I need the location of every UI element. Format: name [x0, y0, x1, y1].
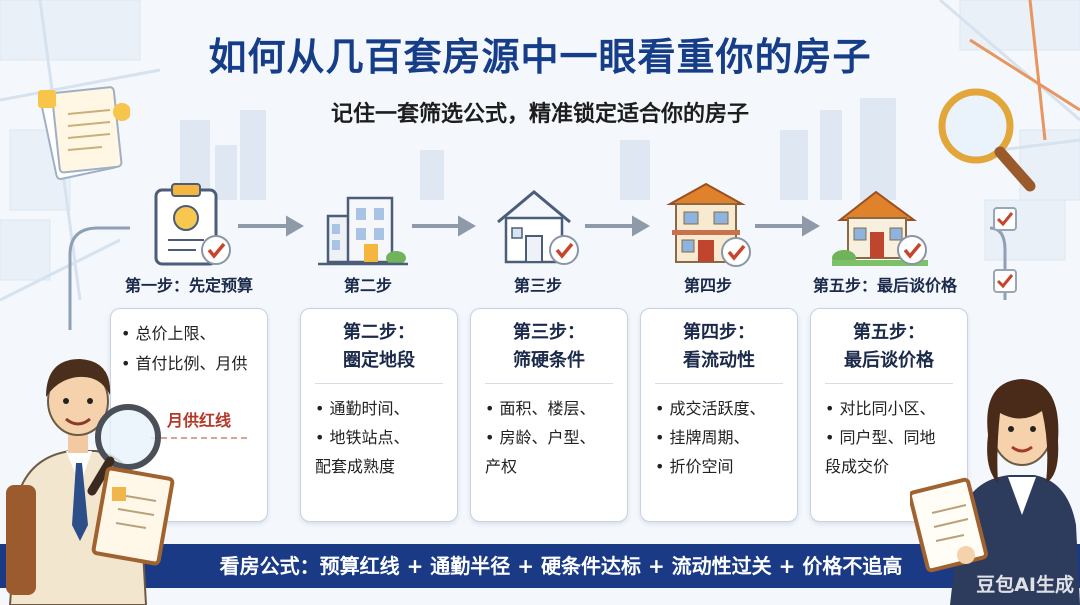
card-item: • 面积、楼层、: [485, 399, 596, 418]
page-title: 如何从几百套房源中一眼看重你的房子: [208, 35, 872, 79]
house-hunting-formula: 看房公式：预算红线 + 通勤半径 + 硬条件达标 + 流动性过关 + 价格不追高: [182, 544, 940, 588]
man-with-magnifier-illustration: [6, 359, 175, 605]
house-outline-icon: [497, 190, 579, 265]
card-title: 第三步： 筛硬条件: [513, 322, 585, 371]
card-title: 第五步： 最后谈价格: [844, 322, 934, 371]
card-title: 第二步： 圈定地段: [343, 322, 415, 371]
step-label-4: 第四步: [683, 276, 732, 295]
budget-document-icon: [154, 183, 231, 266]
checkbox-icon: [993, 207, 1017, 231]
card-item: • 成交活跃度、: [655, 399, 766, 418]
step-label-5: 第五步：最后谈价格: [812, 276, 957, 295]
card-item: • 房龄、户型、: [485, 428, 596, 447]
card-item: • 通勤时间、: [315, 399, 410, 418]
card-divider: [485, 383, 613, 384]
card-item: • 折价空间: [655, 457, 734, 476]
card-item: • 挂牌周期、: [655, 428, 750, 447]
step-card-2: 第二步： 圈定地段 • 通勤时间、 • 地铁站点、 配套成熟度: [300, 308, 458, 522]
page-subtitle: 记住一套筛选公式，精准锁定适合你的房子: [330, 102, 749, 127]
dashed-divider: [151, 437, 247, 439]
townhouse-icon: [666, 182, 751, 267]
card-divider: [315, 383, 443, 384]
card-item: • 总价上限、: [121, 324, 216, 343]
step-card-4: 第四步： 看流动性 • 成交活跃度、 • 挂牌周期、 • 折价空间: [640, 308, 798, 522]
card-item: • 地铁站点、: [315, 428, 410, 447]
woman-with-clipboard-illustration: [910, 379, 1080, 605]
card-item: 段成交价: [825, 457, 890, 476]
card-item: • 对比同小区、: [825, 399, 936, 418]
house-with-garden-icon: [832, 190, 928, 266]
card-item: • 同户型、同地: [825, 428, 936, 447]
card-divider: [825, 383, 953, 384]
card-divider: [655, 383, 783, 384]
step-card-3: 第三步： 筛硬条件 • 面积、楼层、 • 房龄、户型、 产权: [470, 308, 628, 522]
documents-icon: [38, 86, 130, 180]
ai-generated-watermark: 豆包AI生成: [976, 574, 1074, 596]
step-label-1: 第一步：先定预算: [124, 276, 253, 295]
card-title: 第四步： 看流动性: [683, 322, 755, 371]
step-card-1: • 总价上限、 • 首付比例、月供 月供红线: [110, 308, 268, 522]
card-item: 产权: [485, 457, 518, 476]
checkbox-icon: [993, 269, 1017, 293]
monthly-payment-redline: 月供红线: [167, 411, 232, 430]
card-item: 配套成熟度: [315, 457, 396, 476]
step-label-2: 第二步: [343, 276, 392, 295]
magnifying-glass-icon: [938, 88, 1036, 192]
card-item: • 首付比例、月供: [121, 354, 248, 373]
step-label-3: 第三步: [513, 276, 562, 295]
office-building-icon: [318, 196, 408, 266]
